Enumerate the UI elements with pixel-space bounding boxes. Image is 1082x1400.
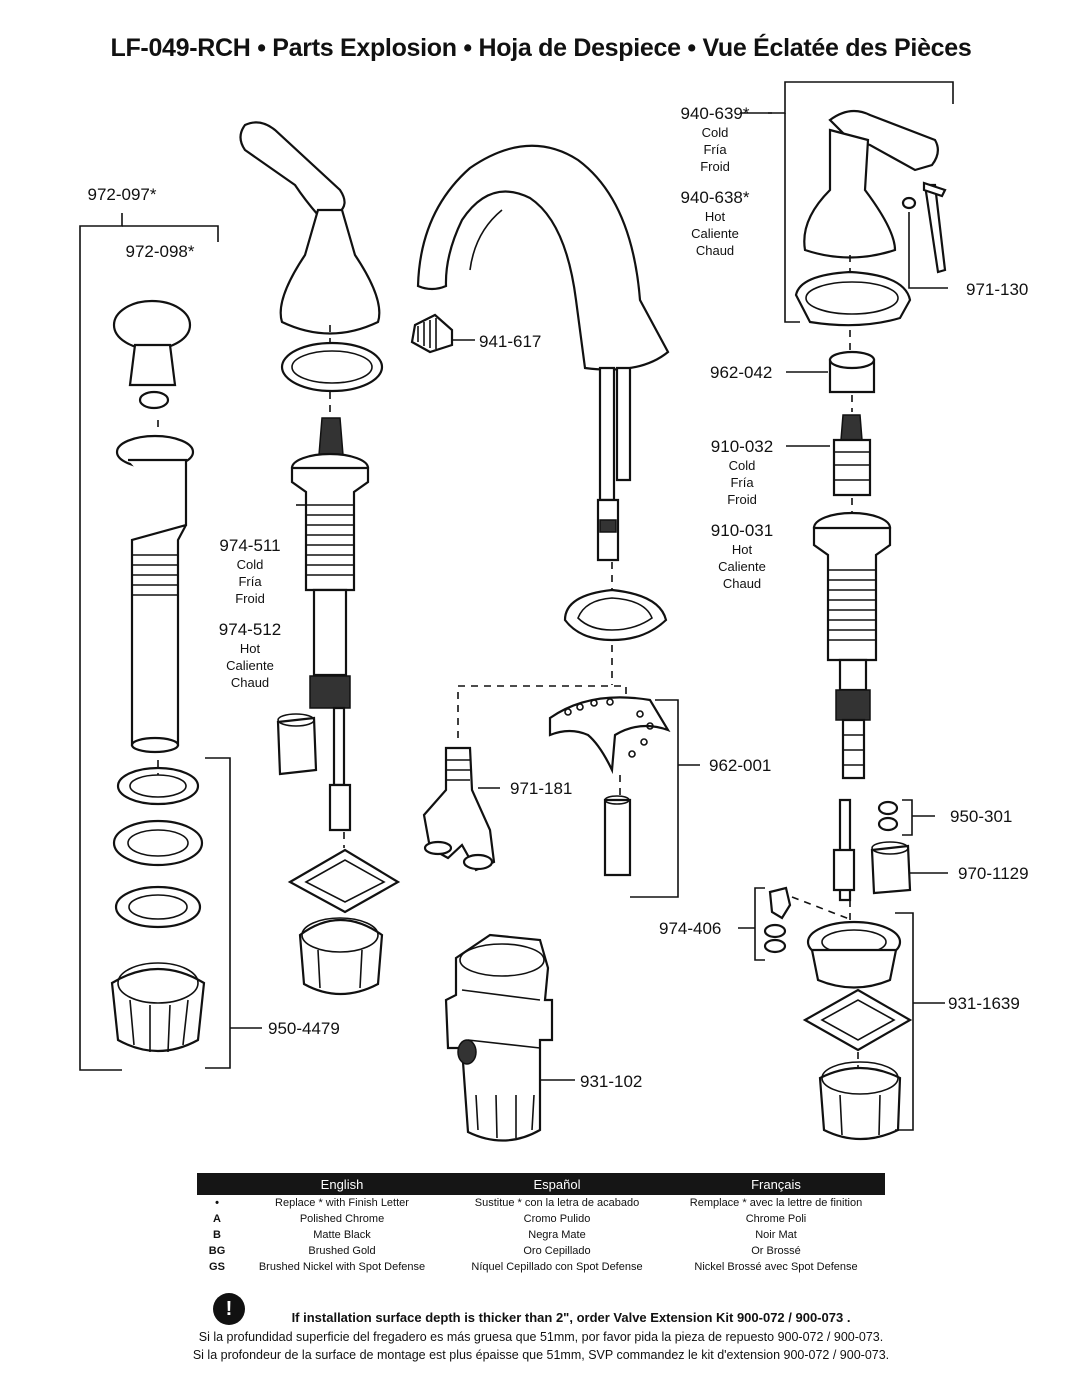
finish-table-header: English Español Français bbox=[197, 1173, 885, 1195]
label-931-102: 931-102 bbox=[580, 1072, 642, 1091]
label-974-512: 974-512 bbox=[219, 620, 281, 639]
left-handle-valve-assembly bbox=[239, 121, 401, 995]
svg-text:Fría: Fría bbox=[730, 475, 754, 490]
svg-text:Caliente: Caliente bbox=[226, 658, 274, 673]
label-972-097: 972-097* bbox=[87, 185, 156, 204]
finish-table: English Español Français • Replace * wit… bbox=[197, 1173, 885, 1275]
right-handle-valve-assembly bbox=[738, 81, 954, 1140]
svg-text:Chaud: Chaud bbox=[723, 576, 761, 591]
label-910-032: 910-032 bbox=[711, 437, 773, 456]
table-row: A Polished Chrome Cromo Pulido Chrome Po… bbox=[213, 1213, 807, 1225]
drain-assembly bbox=[79, 213, 262, 1071]
table-row: BG Brushed Gold Oro Cepillado Or Brossé bbox=[208, 1245, 801, 1257]
label-950-301: 950-301 bbox=[950, 807, 1012, 826]
part-number-labels: 972-097* 972-098* 974-511 Cold Fría Froi… bbox=[87, 104, 1028, 1091]
svg-text:Froid: Froid bbox=[235, 591, 265, 606]
svg-text:Fría: Fría bbox=[703, 142, 727, 157]
header-english: English bbox=[237, 1173, 447, 1195]
svg-text:Caliente: Caliente bbox=[718, 559, 766, 574]
svg-text:Chaud: Chaud bbox=[696, 243, 734, 258]
svg-text:Cold: Cold bbox=[237, 557, 264, 572]
svg-text:Chaud: Chaud bbox=[231, 675, 269, 690]
label-972-098: 972-098* bbox=[125, 242, 194, 261]
header-francais: Français bbox=[667, 1173, 885, 1195]
label-971-181: 971-181 bbox=[510, 779, 572, 798]
label-950-4479: 950-4479 bbox=[268, 1019, 340, 1038]
page-title: LF-049-RCH • Parts Explosion • Hoja de D… bbox=[110, 34, 972, 62]
svg-text:Froid: Froid bbox=[700, 159, 730, 174]
label-971-130: 971-130 bbox=[966, 280, 1028, 299]
label-940-638: 940-638* bbox=[680, 188, 749, 207]
label-974-406: 974-406 bbox=[659, 919, 721, 938]
spout-assembly bbox=[410, 144, 700, 898]
header-espanol: Español bbox=[447, 1173, 667, 1195]
note-english: If installation surface depth is thicker… bbox=[291, 1310, 851, 1325]
svg-text:Fría: Fría bbox=[238, 574, 262, 589]
svg-text:Hot: Hot bbox=[240, 641, 261, 656]
table-row: GS Brushed Nickel with Spot Defense Níqu… bbox=[209, 1261, 858, 1273]
svg-text:Hot: Hot bbox=[705, 209, 726, 224]
warning-icon: ! bbox=[213, 1293, 245, 1325]
table-row: B Matte Black Negra Mate Noir Mat bbox=[213, 1229, 797, 1241]
label-974-511: 974-511 bbox=[219, 536, 280, 555]
note-french: Si la profondeur de la surface de montag… bbox=[192, 1348, 890, 1362]
label-962-001: 962-001 bbox=[709, 756, 771, 775]
label-910-031: 910-031 bbox=[711, 521, 773, 540]
exploded-parts-diagram: 972-097* 972-098* 974-511 Cold Fría Froi… bbox=[79, 81, 1029, 1142]
svg-text:Cold: Cold bbox=[702, 125, 729, 140]
svg-text:Hot: Hot bbox=[732, 542, 753, 557]
svg-text:Froid: Froid bbox=[727, 492, 757, 507]
label-941-617: 941-617 bbox=[479, 332, 541, 351]
label-962-042: 962-042 bbox=[710, 363, 772, 382]
label-940-639: 940-639* bbox=[680, 104, 749, 123]
svg-text:Cold: Cold bbox=[729, 458, 756, 473]
svg-text:Caliente: Caliente bbox=[691, 226, 739, 241]
label-970-1129: 970-1129 bbox=[958, 864, 1029, 883]
drain-tailpiece-assembly bbox=[444, 933, 575, 1142]
table-row: • Replace * with Finish Letter Sustitue … bbox=[215, 1197, 863, 1209]
label-931-1639: 931-1639 bbox=[948, 994, 1020, 1013]
note-spanish: Si la profundidad superficie del fregade… bbox=[198, 1330, 884, 1344]
